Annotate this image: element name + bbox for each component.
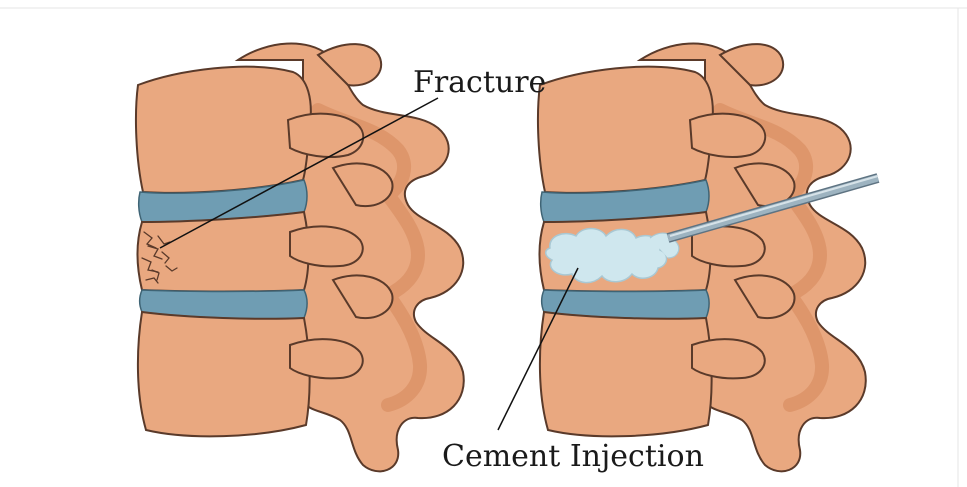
bone-cement <box>546 229 667 283</box>
spine-fracture <box>136 44 464 472</box>
cement-injection-label: Cement Injection <box>442 439 704 474</box>
spine-treated <box>538 44 866 472</box>
fracture-label: Fracture <box>413 65 546 100</box>
